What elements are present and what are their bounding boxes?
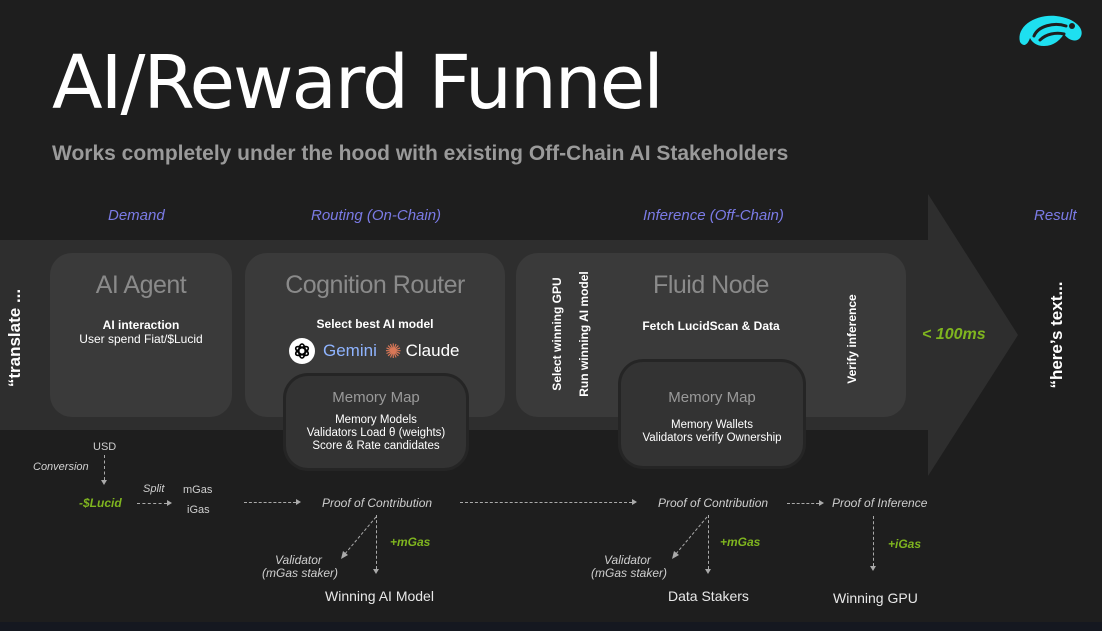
fluid-verify: Verify inference <box>845 294 859 384</box>
ai-agent-line2: User spend Fiat/$Lucid <box>79 332 203 346</box>
flow-validator-1a: Validator <box>275 553 322 567</box>
fluid-title: Fluid Node <box>653 271 769 299</box>
stage-routing-label: Routing (On-Chain) <box>311 207 442 224</box>
fluid-line1: Fetch LucidScan & Data <box>642 319 780 333</box>
page-subtitle: Works completely under the hood with exi… <box>52 142 789 165</box>
flow-winner-3: Winning GPU <box>833 590 918 606</box>
flow-poc-1: Proof of Contribution <box>322 496 433 510</box>
ai-agent-title: AI Agent <box>95 271 187 299</box>
model-logos: Gemini ✺ Claude <box>289 338 460 364</box>
flow-plus-mgas-1: +mGas <box>390 535 431 549</box>
funnel-arrow-head <box>928 194 1018 476</box>
ai-agent-card: AI Agent AI interaction User spend Fiat/… <box>50 253 232 417</box>
flow-poc-2: Proof of Contribution <box>658 496 769 510</box>
bottom-strip <box>0 622 1102 631</box>
fluid-memory-title: Memory Map <box>668 389 756 406</box>
flow-plus-igas: +iGas <box>888 537 922 551</box>
flow-igas: iGas <box>187 504 210 516</box>
brand-logo-icon <box>1014 12 1086 56</box>
fluid-side-model: Run winning AI model <box>577 271 591 397</box>
flow-lucid: -$Lucid <box>79 496 122 510</box>
stage-demand-label: Demand <box>108 207 165 224</box>
router-memory-line1: Memory Models <box>335 414 417 426</box>
router-memory-line3: Score & Rate candidates <box>312 440 440 452</box>
router-line1: Select best AI model <box>316 317 434 331</box>
router-title: Cognition Router <box>285 271 465 299</box>
latency-label: < 100ms <box>922 326 986 343</box>
flow-validator-2b: (mGas staker) <box>591 566 668 580</box>
ai-agent-line1: AI interaction <box>102 318 180 332</box>
fluid-side-gpu: Select winning GPU <box>550 277 564 391</box>
fluid-memory-line1: Memory Wallets <box>671 419 753 431</box>
flow-poi: Proof of Inference <box>832 496 928 510</box>
output-result-text: “here’s text... <box>1047 281 1066 389</box>
cognition-router-card: Cognition Router Select best AI model Ge… <box>245 253 505 417</box>
router-memory-title: Memory Map <box>332 389 420 406</box>
flow-validator-1b: (mGas staker) <box>262 566 339 580</box>
flow-plus-mgas-2: +mGas <box>720 535 761 549</box>
input-query-text: “translate ... <box>5 288 24 388</box>
stage-result-label: Result <box>1034 207 1077 224</box>
flow-usd: USD <box>93 441 117 453</box>
openai-icon <box>289 338 315 364</box>
flow-winner-2: Data Stakers <box>668 588 749 604</box>
flow-mgas: mGas <box>183 484 213 496</box>
router-memory-line2: Validators Load θ (weights) <box>306 427 446 439</box>
gemini-logo: Gemini <box>323 341 377 360</box>
fluid-memory-line2: Validators verify Ownership <box>642 432 782 444</box>
flow-conversion: Conversion <box>33 461 89 473</box>
flow-winner-1: Winning AI Model <box>325 588 434 604</box>
flow-validator-2a: Validator <box>604 553 651 567</box>
fluid-memory-map: Memory Map Memory Wallets Validators ver… <box>621 362 803 466</box>
flow-split: Split <box>143 483 165 495</box>
claude-logo: ✺ Claude <box>384 340 460 363</box>
claude-burst-icon: ✺ <box>384 340 402 363</box>
router-memory-map: Memory Map Memory Models Validators Load… <box>286 376 466 468</box>
page-title: AI/Reward Funnel <box>52 40 664 126</box>
stage-inference-label: Inference (Off-Chain) <box>643 207 784 224</box>
